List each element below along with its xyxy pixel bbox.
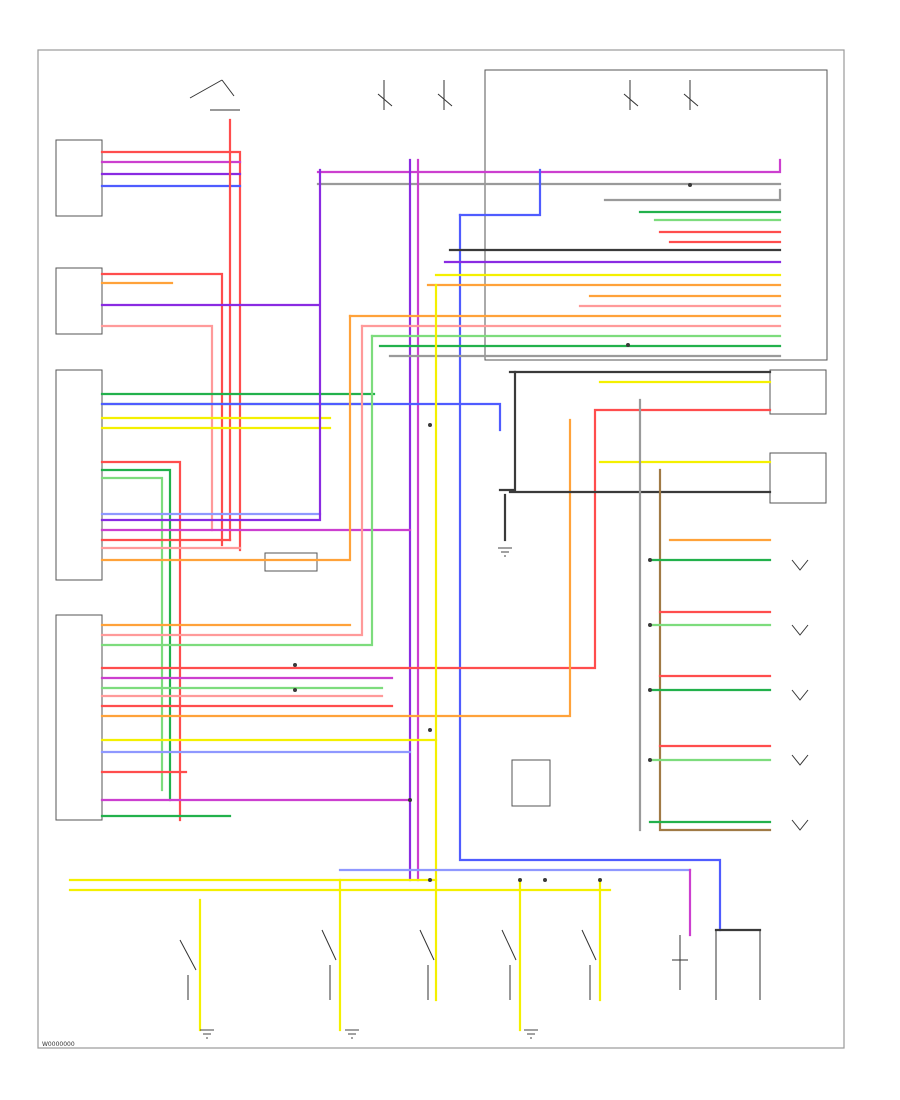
splice-dot-6 bbox=[293, 688, 297, 692]
right-modules bbox=[484, 69, 828, 807]
relay-module-mid bbox=[55, 267, 103, 335]
wire-magenta-9 bbox=[316, 158, 782, 174]
door-switch-2 bbox=[321, 929, 337, 1000]
wire-lightgreen-38 bbox=[100, 476, 164, 792]
ignition-switch-symbol bbox=[189, 79, 240, 111]
wire-yellow-74 bbox=[68, 283, 438, 882]
relay-module-top bbox=[55, 139, 103, 217]
left-modules bbox=[55, 139, 318, 821]
speaker-3 bbox=[791, 689, 809, 701]
fuse-symbol-1 bbox=[377, 80, 393, 110]
control-unit-lower bbox=[55, 614, 103, 821]
wire-red-48 bbox=[100, 408, 772, 670]
wire-lightgreen-47 bbox=[100, 334, 374, 647]
wire-blue-13 bbox=[458, 168, 542, 217]
splice-dot-2 bbox=[408, 798, 412, 802]
ground-3 bbox=[524, 1029, 538, 1039]
wire-brown-63 bbox=[658, 468, 772, 832]
fuse-symbol-3 bbox=[623, 80, 639, 110]
splice-dot-3 bbox=[626, 343, 630, 347]
wire-pink-8 bbox=[100, 324, 214, 532]
splice-dot-11 bbox=[428, 878, 432, 882]
splice-dot-4 bbox=[688, 183, 692, 187]
wire-red-36 bbox=[100, 460, 182, 822]
speaker-2 bbox=[791, 624, 809, 636]
wire-orange-44 bbox=[100, 314, 352, 562]
wire-green-37 bbox=[100, 468, 172, 802]
footer-code: W0000000 bbox=[42, 1041, 75, 1048]
fuse-symbol-2 bbox=[437, 80, 453, 110]
wire-blue-33 bbox=[100, 402, 502, 432]
ground-2 bbox=[345, 1029, 359, 1039]
splice-dot-1 bbox=[428, 728, 432, 732]
splice-dot-0 bbox=[428, 423, 432, 427]
splice-dot-5 bbox=[293, 663, 297, 667]
sensor-box-2 bbox=[769, 452, 827, 504]
door-switch-5 bbox=[581, 929, 597, 1000]
wire-gray-20 bbox=[603, 188, 782, 202]
ground-4 bbox=[498, 547, 512, 557]
speaker-5 bbox=[791, 819, 809, 831]
wire-blue-14 bbox=[458, 213, 722, 932]
speaker-4 bbox=[791, 754, 809, 766]
bottom-switches bbox=[179, 929, 761, 1000]
splice-dot-9 bbox=[648, 623, 652, 627]
wire-bundle bbox=[68, 118, 782, 1032]
splice-dot-14 bbox=[543, 878, 547, 882]
wire-purple-40 bbox=[100, 168, 322, 522]
splice-dot-8 bbox=[648, 688, 652, 692]
door-switch-4 bbox=[501, 929, 517, 1000]
diagram-border bbox=[37, 49, 845, 1049]
door-switch-1 bbox=[179, 939, 197, 1000]
wire-black-84 bbox=[498, 370, 517, 492]
splice-dot-13 bbox=[598, 878, 602, 882]
ground-1 bbox=[200, 1029, 214, 1039]
door-switch-3 bbox=[419, 929, 435, 1000]
fuse-symbol-4 bbox=[683, 80, 699, 110]
trunk-switch bbox=[672, 935, 688, 990]
wire-orange-53 bbox=[100, 418, 572, 718]
splice-dot-7 bbox=[648, 758, 652, 762]
splice-dot-10 bbox=[648, 558, 652, 562]
speaker-symbols bbox=[791, 559, 809, 831]
sensor-box-1 bbox=[769, 369, 827, 415]
connector-block bbox=[264, 552, 318, 572]
wire-red-5 bbox=[100, 272, 224, 547]
splice-dot-12 bbox=[518, 878, 522, 882]
actuator-box bbox=[511, 759, 551, 807]
horn-symbol bbox=[715, 930, 761, 1000]
control-unit-upper bbox=[55, 369, 103, 581]
grounds bbox=[200, 547, 538, 1039]
top-switches bbox=[189, 79, 699, 111]
wire-pink-46 bbox=[100, 324, 364, 637]
speaker-1 bbox=[791, 559, 809, 571]
